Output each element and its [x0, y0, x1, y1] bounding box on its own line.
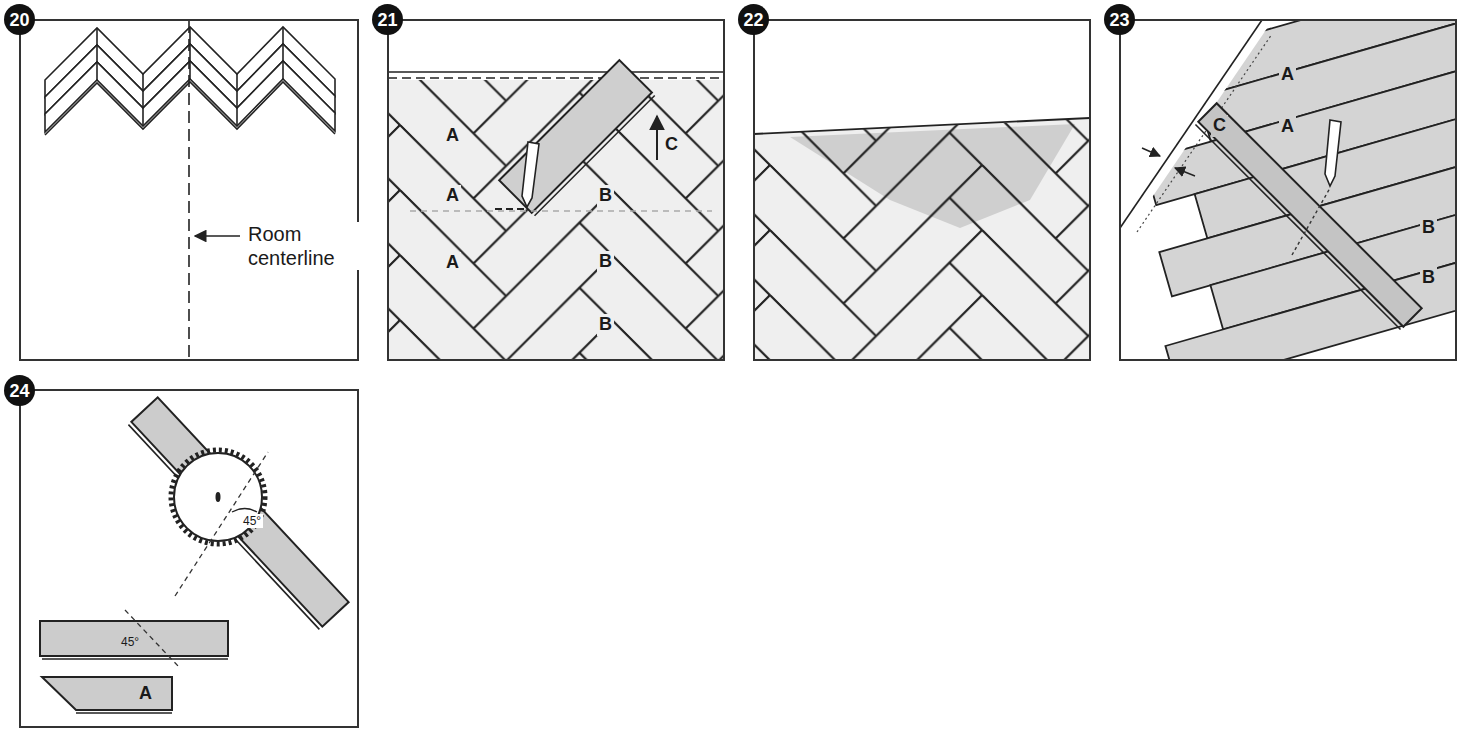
step-number-text: 20 [9, 11, 29, 29]
centerline-label: Room centerline [246, 222, 370, 270]
step-number-text: 23 [1109, 11, 1129, 29]
plank-letter: A [444, 125, 461, 147]
step-number-text: 22 [743, 11, 763, 29]
plank-letter: A [1279, 116, 1296, 138]
plank-letter: B [1420, 217, 1437, 239]
plank-letter: B [1420, 267, 1437, 289]
plank-letter: B [597, 251, 614, 273]
plank-letter: A [1279, 64, 1296, 86]
panel-20 [20, 20, 358, 360]
panel-21 [388, 20, 724, 360]
panel-22 [754, 20, 1090, 360]
plank-letter: B [597, 314, 614, 336]
panel-23 [1089, 0, 1460, 390]
step-number: 24 [4, 375, 35, 406]
dimension-letter: C [663, 134, 680, 156]
step-number: 21 [372, 4, 403, 35]
plank-letter: B [597, 185, 614, 207]
plank-letter: C [1211, 115, 1228, 137]
step-number-text: 24 [9, 382, 29, 400]
angle-label: 45° [241, 514, 263, 528]
panel-24 [20, 390, 358, 727]
plank-letter: A [444, 252, 461, 274]
step-number: 20 [4, 4, 35, 35]
plank-letter: A [444, 185, 461, 207]
plank-letter: A [137, 683, 154, 705]
angle-label: 45° [119, 635, 141, 649]
step-number-text: 21 [377, 11, 397, 29]
step-number: 23 [1104, 4, 1135, 35]
step-number: 22 [738, 4, 769, 35]
